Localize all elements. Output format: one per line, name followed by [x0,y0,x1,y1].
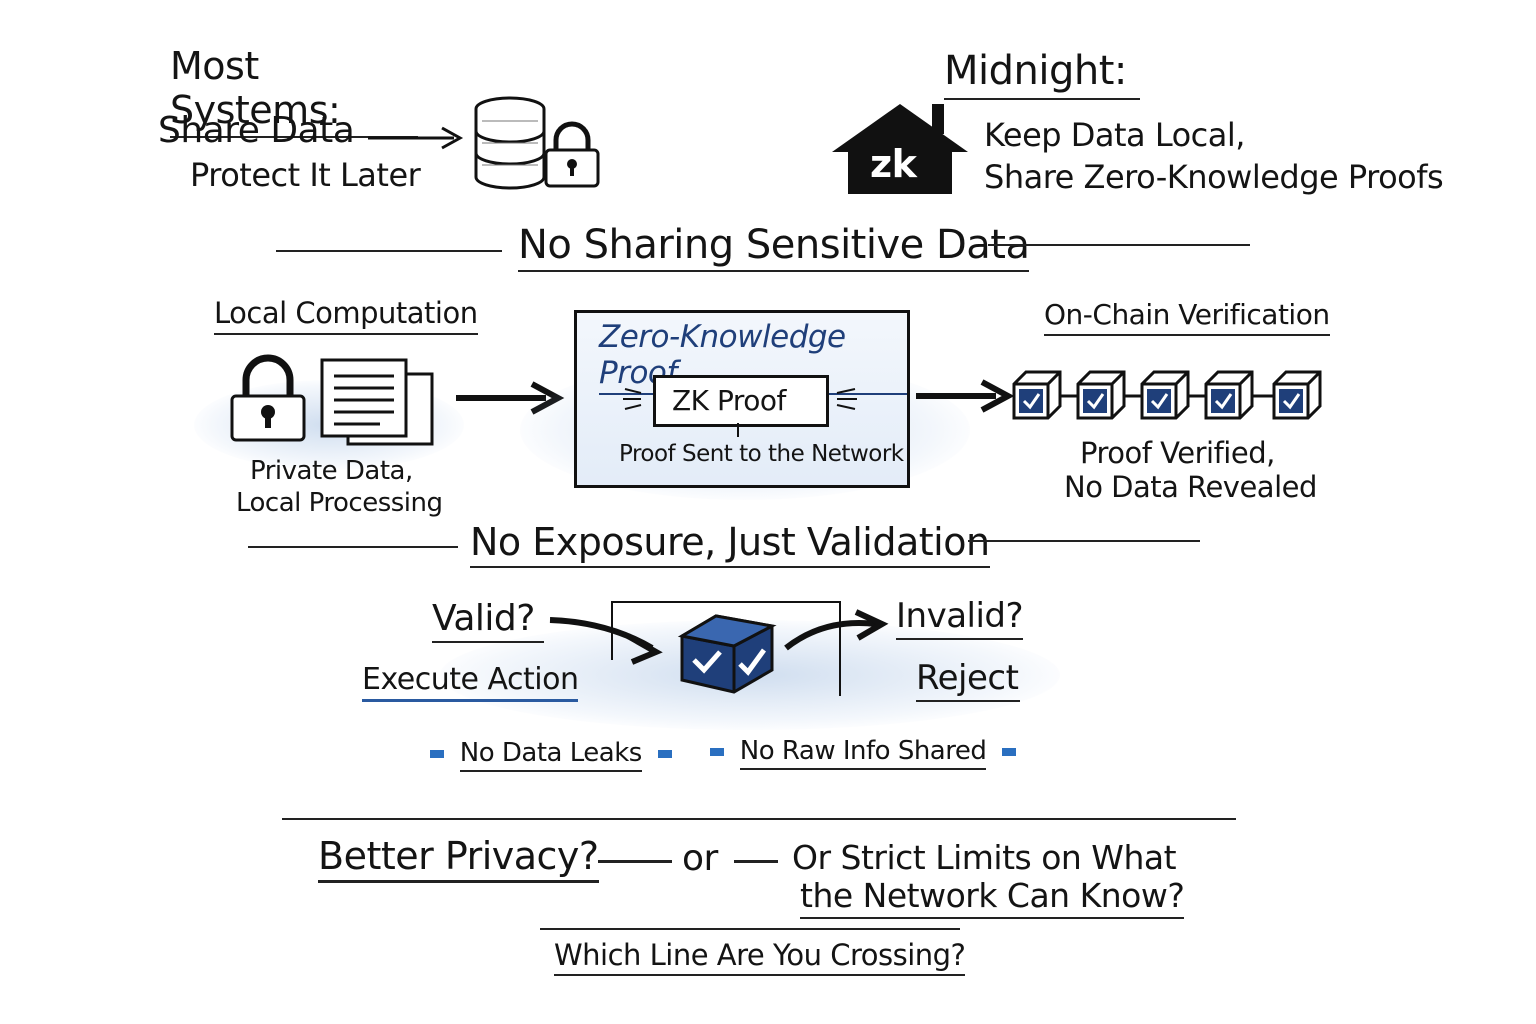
padlock-icon [230,354,306,442]
share-data-text: Share Data [158,110,355,151]
or-text: or [682,838,718,879]
arrow-right-icon [368,126,464,150]
invalid-question: Invalid? [896,596,1024,640]
execute-action: Execute Action [362,662,579,702]
divider-right [968,540,1200,542]
strict-limits-line2: the Network Can Know? [800,876,1185,919]
strict-limits-line1: Or Strict Limits on What [792,838,1177,877]
arrow-right-icon [456,381,565,415]
protect-later-text: Protect It Later [190,156,421,194]
better-privacy-question: Better Privacy? [318,834,599,883]
private-data-caption: Private Data, [250,456,413,486]
no-raw-info-badge: No Raw Info Shared [710,736,1017,770]
proof-verified-caption: Proof Verified, [1080,436,1275,470]
most-systems-heading: Most Systems: [170,44,418,138]
chip-icon [1002,747,1017,756]
no-data-leaks-badge: No Data Leaks [430,738,672,772]
zk-house-label: zk [870,142,917,186]
section-title-no-exposure: No Exposure, Just Validation [470,520,990,568]
zk-proof-box: Zero-Knowledge Proof ZK Proof Proof Sent… [574,310,910,488]
bottom-divider [282,818,1236,820]
verified-cube-icon [677,614,777,694]
no-data-leaks-label: No Data Leaks [459,738,642,772]
keep-data-local-text: Keep Data Local, [984,116,1245,154]
document-icon [320,358,434,446]
on-chain-heading: On-Chain Verification [1044,298,1330,336]
valid-question: Valid? [432,598,544,643]
bottom-divider-2 [540,928,960,930]
database-icon [474,96,546,190]
chip-icon [657,749,672,758]
signal-lines-left-icon [623,388,642,410]
arrow-right-icon [549,617,663,665]
closing-question: Which Line Are You Crossing? [554,938,966,976]
section-title-no-sharing: No Sharing Sensitive Data [518,222,1030,272]
divider-right [988,244,1250,246]
zk-house-icon: zk [832,100,968,198]
or-dash-left [598,860,672,863]
no-data-revealed-caption: No Data Revealed [1064,470,1317,504]
chip-icon [430,749,444,758]
blockchain-icon [1012,370,1322,420]
padlock-icon [544,121,600,188]
midnight-heading: Midnight: [944,48,1140,100]
divider-left [276,250,502,252]
arrow-right-icon [916,379,1015,413]
local-computation-heading: Local Computation [214,296,478,335]
zk-proof-inner-box: ZK Proof [653,375,829,427]
arrow-right-icon [784,609,889,651]
reject-action: Reject [916,658,1020,702]
zk-proof-inner-label: ZK Proof [672,384,786,417]
proof-sent-caption: Proof Sent to the Network [619,441,904,467]
no-raw-info-label: No Raw Info Shared [739,736,987,770]
or-dash-right [734,860,778,863]
chip-icon [710,747,724,756]
share-zk-proofs-text: Share Zero-Knowledge Proofs [984,158,1444,196]
signal-lines-right-icon [836,388,857,410]
local-processing-caption: Local Processing [236,488,443,518]
divider-left [248,546,458,548]
